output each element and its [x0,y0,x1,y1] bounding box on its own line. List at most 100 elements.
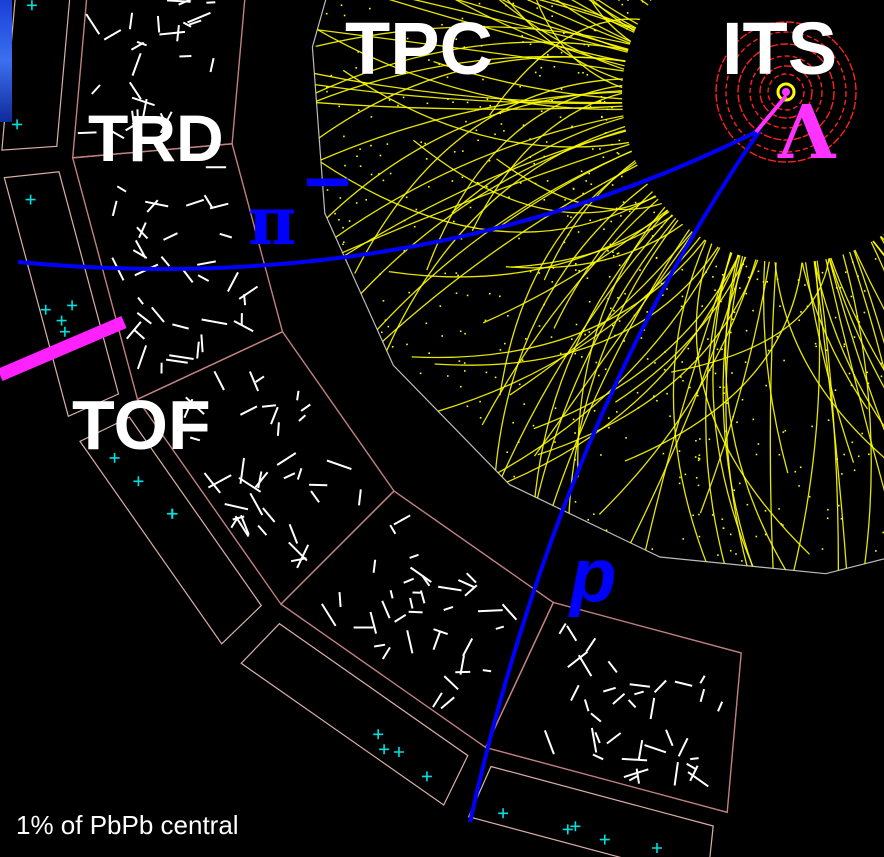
tpc-point [687,347,690,350]
trd-hit [590,712,602,723]
tpc-point [643,329,645,331]
tpc-point [441,23,443,26]
trd-hit [276,422,280,436]
tpc-point [588,331,591,333]
tpc-point [610,307,612,310]
tpc-point [764,533,767,536]
tpc-point [800,311,802,313]
trd-hit [440,696,455,710]
trd-hit [690,757,699,761]
tpc-point [593,513,595,515]
caption: 1% of PbPb central [16,810,239,840]
tpc-point [330,74,333,77]
tpc-point [425,322,428,325]
tpc-point [485,371,488,374]
trd-hit [91,84,101,95]
tpc-point [655,256,658,259]
tpc-point [466,101,469,104]
tpc-point [678,450,681,452]
tpc-point [359,165,362,167]
trd-hit [389,524,397,535]
tpc-point [636,391,639,394]
tpc-point [527,0,530,1]
tpc-point [583,43,586,46]
tpc-point [723,392,725,394]
trd-hit [257,471,263,489]
trd-hit [182,268,194,284]
tpc-point [821,548,824,550]
tpc-point [755,535,758,538]
tpc-point [727,464,730,466]
tpc-point [586,74,589,76]
trd-hit [637,739,644,760]
trd-hit [381,646,391,660]
tpc-point [621,3,624,6]
tpc-point [730,331,732,334]
tpc-point [762,281,765,283]
tpc-point [660,226,663,228]
tpc-point [325,12,328,15]
tpc-point [866,371,869,374]
tpc-point [575,269,577,271]
trd-hit [321,603,337,627]
tpc-point [850,384,853,387]
tpc-point [603,100,606,103]
trd-hit [603,686,616,693]
tpc-point [848,372,851,375]
tpc-point [572,188,575,190]
trd-hit [156,15,161,33]
tpc-point [680,305,683,308]
tpc-point [453,220,455,223]
trd-hit [111,200,118,217]
tpc-point [646,311,649,313]
tpc-point [653,211,655,214]
trd-hit [169,354,194,360]
trd-hit [394,613,407,623]
tpc-point [752,418,755,421]
tpc-point [460,385,462,388]
tpc-point [479,400,481,403]
tpc-point [663,368,666,371]
trd-hit [136,312,152,325]
tpc-point [379,273,381,276]
tpc-label: TPC [345,7,493,90]
tpc-point [625,437,627,439]
tpc-point [381,331,383,334]
tpc-point [739,482,741,485]
trd-hit [276,452,297,466]
tpc-point [594,29,597,32]
tpc-point [604,368,607,371]
tpc-point [851,441,854,444]
tpc-point [633,314,636,317]
tpc-point [582,192,584,195]
magenta-pointer [0,316,127,381]
tpc-point [628,210,631,213]
trd-hit [103,29,122,41]
trd-hit [501,603,518,621]
tpc-point [741,398,744,401]
tpc-point [533,162,535,165]
trd-hit [257,524,268,536]
tpc-point [708,369,711,371]
trd-hit [254,471,269,489]
tpc-point [662,294,664,296]
tpc-point [529,156,531,158]
tpc-point [628,25,630,28]
trd-hit [248,371,260,392]
tpc-point [620,215,622,217]
trd-hit [77,131,97,135]
trd-hit [717,701,724,712]
tpc-point [505,4,507,7]
tpc-point [853,336,856,338]
tpc-point [729,549,732,552]
trd-hit [432,630,442,651]
tpc-boundary [311,0,884,575]
tpc-point [610,220,612,223]
tpc-point [365,199,367,201]
tpc-point [827,508,829,511]
trd-hit [567,651,589,668]
trd-hit [187,11,211,24]
trd-hit [419,590,426,604]
trd-hit [283,472,296,480]
tpc-point [370,173,373,176]
